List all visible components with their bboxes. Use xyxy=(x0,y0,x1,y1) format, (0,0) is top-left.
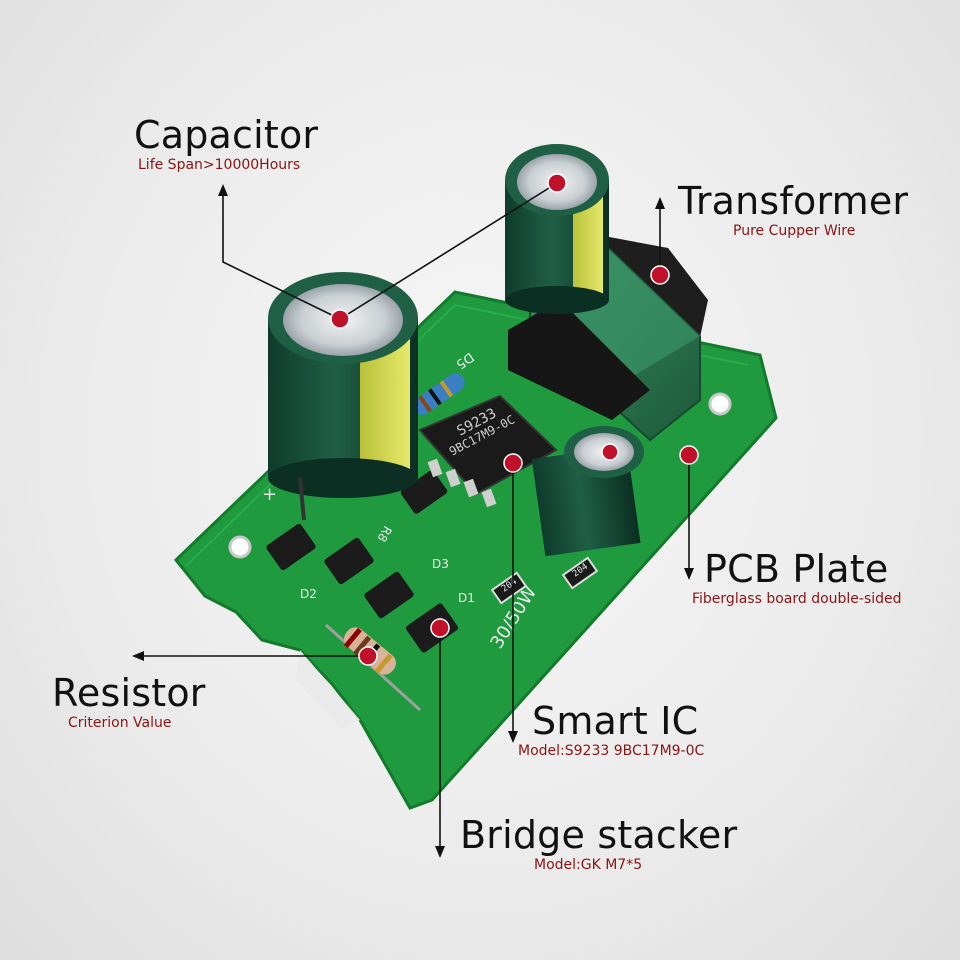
label-capacitor: Capacitor Life Span>10000Hours xyxy=(134,114,318,174)
marker-transformer xyxy=(650,265,670,285)
label-transformer-sub: Pure Cupper Wire xyxy=(733,223,856,239)
ic-chip xyxy=(418,394,558,508)
label-pcb-sub: Fiberglass board double-sided xyxy=(692,591,902,607)
label-resistor: Resistor Criterion Value xyxy=(52,672,206,732)
marker-dots xyxy=(330,173,699,666)
label-smart-ic: Smart IC Model:S9233 9BC17M9-0C xyxy=(518,699,704,760)
silk-r8: R8 xyxy=(374,524,394,545)
marker-pcb xyxy=(679,445,699,465)
silk-d1: D1 xyxy=(458,591,475,605)
label-pcb: PCB Plate Fiberglass board double-sided xyxy=(692,547,902,608)
label-pcb-title: PCB Plate xyxy=(704,547,889,591)
capacitor-top xyxy=(505,144,609,314)
mount-hole xyxy=(228,535,252,559)
label-capacitor-sub: Life Span>10000Hours xyxy=(138,157,301,173)
label-transformer: Transformer Pure Cupper Wire xyxy=(678,180,908,240)
marker-bridge xyxy=(430,618,450,638)
callout-lines xyxy=(140,182,690,850)
capacitor-large xyxy=(268,272,418,521)
marker-capacitor-small xyxy=(601,443,619,461)
label-transformer-title: Transformer xyxy=(678,179,909,223)
label-capacitor-title: Capacitor xyxy=(134,113,319,157)
blue-resistor xyxy=(413,373,465,415)
marker-capacitor-large xyxy=(330,309,350,329)
silk-plus: + xyxy=(262,484,277,505)
marker-resistor xyxy=(358,646,378,666)
label-smart-ic-sub: Model:S9233 9BC17M9-0C xyxy=(518,743,705,759)
mount-hole xyxy=(708,392,732,416)
label-bridge-stacker: Bridge stacker Model:GK M7*5 xyxy=(460,814,737,874)
label-smart-ic-title: Smart IC xyxy=(532,699,699,743)
marker-ic xyxy=(503,453,523,473)
smd-resistor xyxy=(561,556,599,590)
callout-arrowheads xyxy=(132,184,694,858)
label-resistor-title: Resistor xyxy=(52,671,206,715)
silk-d3: D3 xyxy=(432,557,449,571)
label-bridge-title: Bridge stacker xyxy=(460,813,738,857)
label-resistor-sub: Criterion Value xyxy=(68,715,172,731)
label-bridge-sub: Model:GK M7*5 xyxy=(534,857,643,873)
silk-d2: D2 xyxy=(300,587,317,601)
marker-capacitor-top xyxy=(547,173,567,193)
